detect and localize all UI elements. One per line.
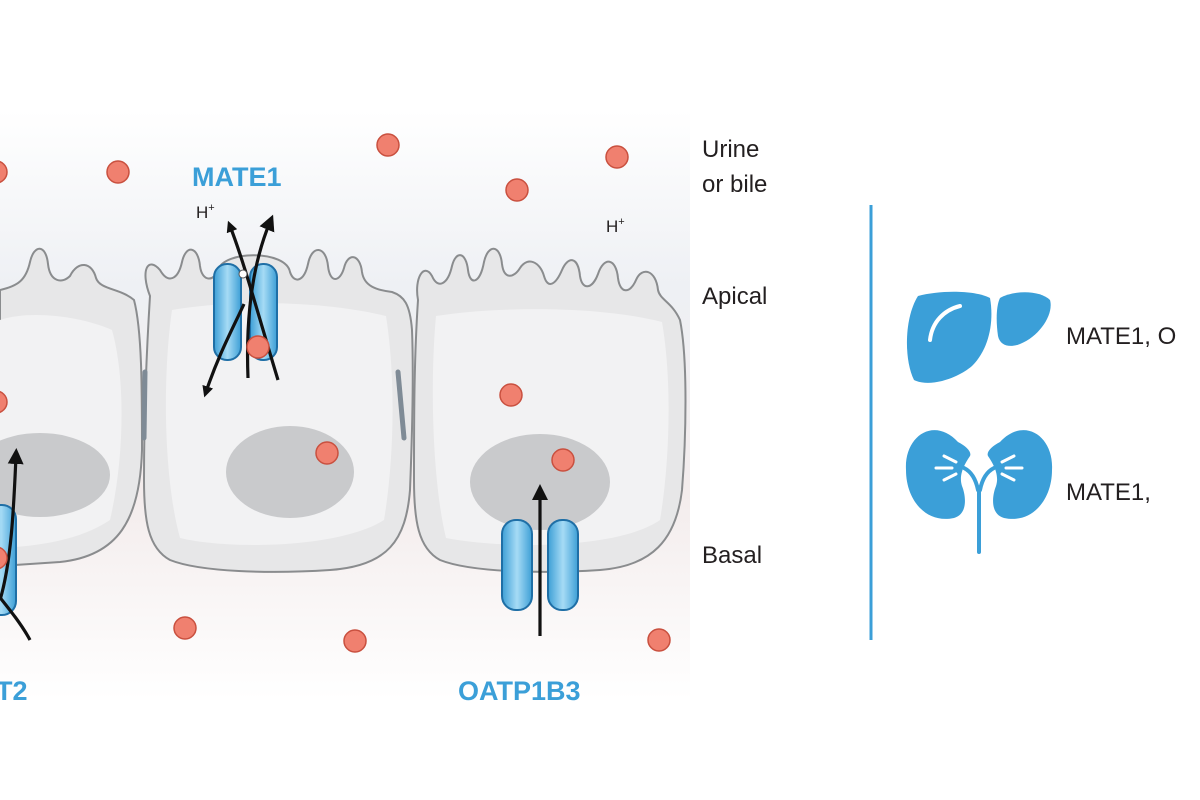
oatp1b3-label: OATP1B3 (458, 676, 581, 706)
compartment-label-apical: Apical (702, 283, 767, 310)
substrate-molecule (0, 546, 8, 570)
substrate-molecule (499, 383, 523, 407)
liver-icon (906, 291, 1051, 383)
proton-label-mate1: H+ (196, 202, 215, 222)
substrate-molecules (0, 133, 671, 653)
tight-junction-2 (395, 369, 407, 441)
substrate-molecule (246, 335, 270, 359)
kidney-icon (905, 430, 1053, 554)
substrate-molecule (0, 160, 8, 184)
substrate-molecule (605, 145, 629, 169)
epithelial-cell-middle (142, 248, 414, 573)
substrate-molecule (0, 390, 8, 414)
substrate-molecule (315, 441, 339, 465)
epithelial-cell-left (0, 247, 144, 568)
substrate-molecule (343, 629, 367, 653)
compartment-label-basal: Basal (702, 542, 762, 569)
proton-label-lumen: H+ (606, 216, 625, 236)
tight-junction-1 (141, 369, 148, 441)
substrate-molecule (106, 160, 130, 184)
substrate-molecule (551, 448, 575, 472)
substrate-molecule (376, 133, 400, 157)
substrate-molecule (173, 616, 197, 640)
substrate-molecule (647, 628, 671, 652)
kidney-transporters-label: MATE1, (1066, 479, 1151, 506)
compartment-label-top-2: or bile (702, 171, 767, 198)
compartment-label-top-1: Urine (702, 136, 759, 163)
oct2-transporter (0, 448, 32, 641)
substrate-molecule (505, 178, 529, 202)
liver-transporters-label: MATE1, O (1066, 323, 1176, 350)
oct2-label: T2 (0, 676, 28, 706)
epithelial-cell-right (412, 247, 687, 573)
mate1-label: MATE1 (192, 162, 282, 192)
oatp1b3-transporter (501, 484, 579, 636)
